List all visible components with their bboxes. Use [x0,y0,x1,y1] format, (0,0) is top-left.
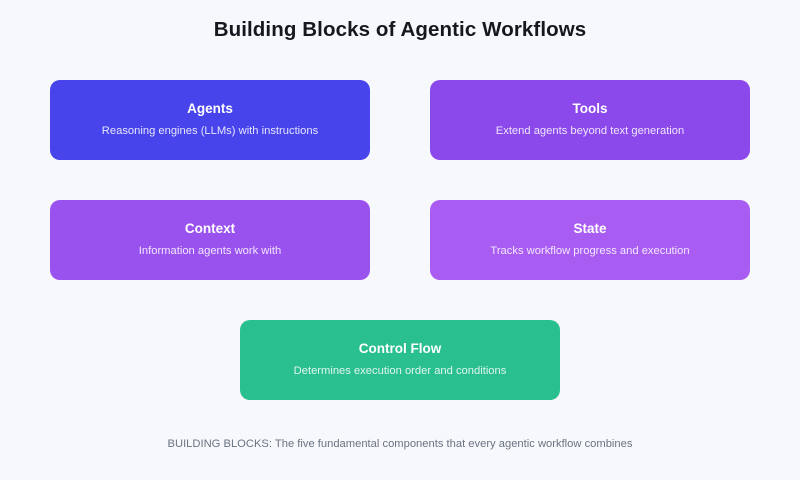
card-title-state: State [573,220,607,236]
footer-caption: BUILDING BLOCKS: The five fundamental co… [167,438,633,450]
card-subtitle-tools: Extend agents beyond text generation [495,124,685,137]
card-title-agents: Agents [187,100,233,116]
building-block-card-context[interactable]: Context Information agents work with [50,200,370,280]
card-subtitle-control-flow: Determines execution order and condition… [293,364,507,377]
card-title-context: Context [184,220,236,236]
building-block-card-agents[interactable]: Agents Reasoning engines (LLMs) with ins… [50,80,370,160]
card-subtitle-context: Information agents work with [138,244,282,257]
building-block-card-tools[interactable]: Tools Extend agents beyond text generati… [430,80,750,160]
card-subtitle-agents: Reasoning engines (LLMs) with instructio… [101,124,319,137]
card-subtitle-state: Tracks workflow progress and execution [490,244,690,257]
building-block-card-state[interactable]: State Tracks workflow progress and execu… [430,200,750,280]
card-title-tools: Tools [572,100,608,116]
page-title: Building Blocks of Agentic Workflows [213,18,587,41]
card-title-control-flow: Control Flow [358,340,442,356]
building-block-card-control-flow[interactable]: Control Flow Determines execution order … [240,320,560,400]
